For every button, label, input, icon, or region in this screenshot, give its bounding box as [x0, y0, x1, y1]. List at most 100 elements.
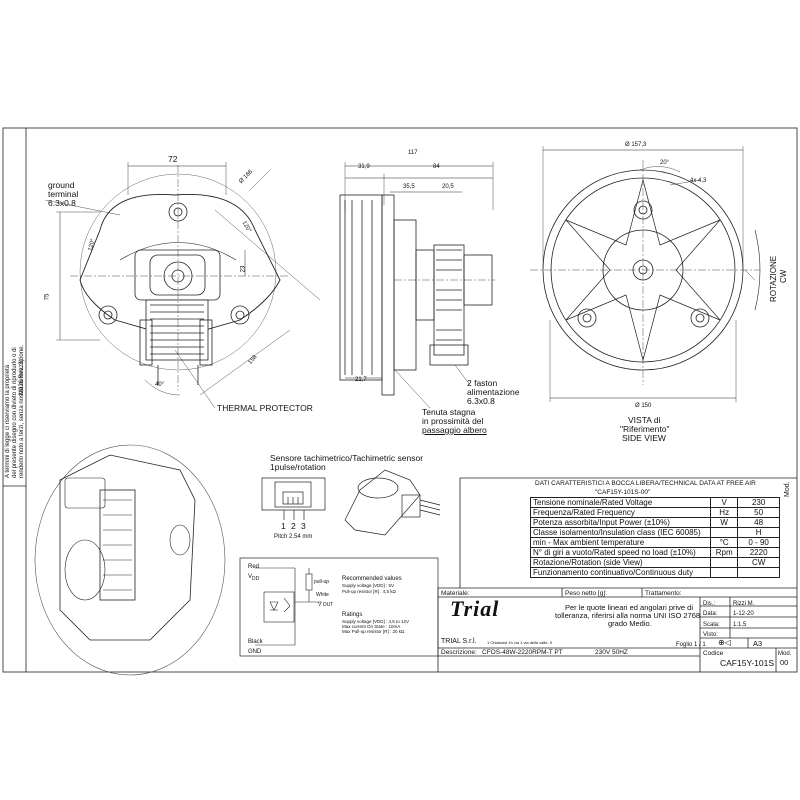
dim-72: 72 [168, 154, 178, 164]
tech-row-value: 48 [737, 517, 780, 528]
mod-value: 00 [780, 658, 789, 667]
tech-row-unit: V [710, 497, 739, 508]
front-view-drawing [44, 162, 321, 409]
data-value: 1-12-20 [733, 611, 754, 617]
faston-label-3: 6.3x0.8 [467, 396, 495, 406]
dim-20: 20° [660, 160, 670, 166]
scala-label: Scala: [703, 622, 720, 628]
ratings-title: Ratings [342, 612, 363, 618]
tech-row-label: Rotazione/Rotation (side View) [529, 557, 712, 568]
dim-35-5: 35,5 [403, 184, 415, 190]
dim-4x43: 4x 4,3 [690, 178, 707, 184]
section-view-drawing [339, 162, 495, 409]
isometric-view-drawing [34, 444, 226, 676]
tech-row: N° di giri a vuoto/Rated speed no load (… [529, 547, 780, 558]
tech-row-label: Potenza assorbita/Input Power (±10%) [529, 517, 712, 528]
schematic-pullup: pull-up [314, 579, 330, 585]
sensor-subtitle: 1pulse/rotation [270, 462, 326, 472]
tech-row: Rotazione/Rotation (side View) CW [529, 557, 780, 568]
side-view-drawing [530, 146, 761, 402]
foglio-label: Foglio 1 / 1 [676, 642, 706, 648]
dim-20-5: 20,5 [442, 184, 454, 190]
tech-row-value: 50 [737, 507, 780, 518]
revision-note: M026 Rev. 3) [19, 359, 25, 395]
tech-row-unit [710, 557, 739, 568]
dim-31-9: 31,9 [358, 164, 370, 170]
projection-symbol: ⊕◁ [718, 638, 731, 647]
side-view-caption-1: VISTA di [628, 415, 661, 425]
descrizione-value: CFOS-48W-2220RPM-T PT [482, 649, 563, 656]
descrizione-label: Descrizione: [441, 649, 477, 656]
schematic-vout: V OUT [318, 602, 334, 608]
dim-117: 117 [408, 150, 418, 156]
schematic-circuit [255, 567, 322, 646]
company-address: 1 Chiaborsi 1h via 1 via della valle, 5 [487, 640, 552, 645]
schematic-vdd-main: V [248, 574, 253, 580]
ground-terminal-label-2: terminal [48, 189, 79, 199]
tech-row-label: Tensione nominale/Rated Voltage [529, 497, 712, 508]
tech-row: Classe isolamento/Insulation class (IEC … [529, 527, 780, 538]
tolerance-note-1: Per le quote lineari ed angolari prive d… [565, 603, 693, 612]
faston-label-2: alimentazione [467, 387, 520, 397]
thermal-protector-label: THERMAL PROTECTOR [217, 403, 313, 413]
side-view-caption-3: SIDE VIEW [622, 433, 666, 443]
tech-row-value: 0 - 90 [737, 537, 780, 548]
tech-table-title-2: "CAF15Y-101S-00" [595, 489, 651, 496]
sensor-drawing [261, 469, 441, 536]
ratings-line-1: Supply voltage [VDD] : 4,5 to 12V [342, 619, 410, 624]
format-value: A3 [753, 639, 763, 648]
materiale-label: Materiale: [441, 590, 470, 597]
dim-84: 84 [433, 164, 440, 170]
copyright-note-1: A termini di legge ci riserviamo la prop… [5, 364, 11, 478]
schematic-vdd: VDD [248, 572, 259, 584]
side-view-caption-2: "Riferimento" [620, 424, 670, 434]
seal-label-3: passaggio albero [422, 425, 487, 435]
peso-label: Peso netto [g]: [565, 590, 607, 597]
tech-row-label: Funzionamento continuativo/Continuous du… [529, 567, 712, 578]
tech-row-value: CW [737, 557, 780, 568]
schematic-white: White [316, 592, 329, 598]
codice-label: Codice [703, 650, 724, 657]
recommended-line-1: Supply voltage [VDD] : 5V [342, 583, 395, 588]
ground-terminal-label-3: 6.3x0.8 [48, 198, 76, 208]
dim-75: 75 [44, 293, 51, 301]
visto-label: Visto: [703, 632, 718, 638]
ratings-line-2: Max current On State : 10mA [342, 624, 401, 629]
schematic-frame [239, 557, 439, 657]
rotation-label: ROTAZIONE [769, 255, 778, 302]
rotation-direction: CW [779, 269, 788, 283]
tech-table-mod: Mod. [784, 481, 791, 497]
dim-21-7: 21,7 [355, 377, 367, 383]
sensor-title: Sensore tachimetrico/Tachimetric sensor [270, 453, 424, 463]
tolerance-note-3: grado Medio. [608, 619, 652, 628]
tech-row: Funzionamento continuativo/Continuous du… [529, 567, 780, 578]
tech-row-unit: Hz [710, 507, 739, 518]
dim-150: Ø 150 [635, 403, 652, 409]
tech-row-value: H [737, 527, 780, 538]
tech-row-unit [710, 567, 739, 578]
company-name: TRIAL S.r.l. [441, 638, 477, 645]
seal-label-2: in prossimità del [422, 416, 484, 426]
ground-terminal-label-1: ground [48, 180, 75, 190]
dim-157-3: Ø 157,3 [625, 142, 647, 148]
schematic-vdd-sub: DD [252, 576, 260, 583]
seal-label-1: Tenuta stagna [422, 407, 476, 417]
recommended-line-2: Pull-up resistor [R] : 4,5 kΩ [342, 589, 396, 594]
tech-row-unit [710, 527, 739, 538]
tech-row-value: 2220 [737, 547, 780, 558]
trial-logo: Trial [450, 596, 500, 621]
tech-row-value: 230 [737, 497, 780, 508]
tech-row-label: Classe isolamento/Insulation class (IEC … [529, 527, 712, 538]
tech-row-unit: W [710, 517, 739, 528]
codice-value: CAF15Y-101S [720, 658, 775, 668]
tech-row-unit: °C [710, 537, 739, 548]
schematic-black: Black [248, 639, 263, 645]
mod-label: Mod. [778, 651, 792, 657]
sensor-pin-2: 2 [291, 521, 296, 531]
tech-row-label: N° di giri a vuoto/Rated speed no load (… [529, 547, 712, 558]
